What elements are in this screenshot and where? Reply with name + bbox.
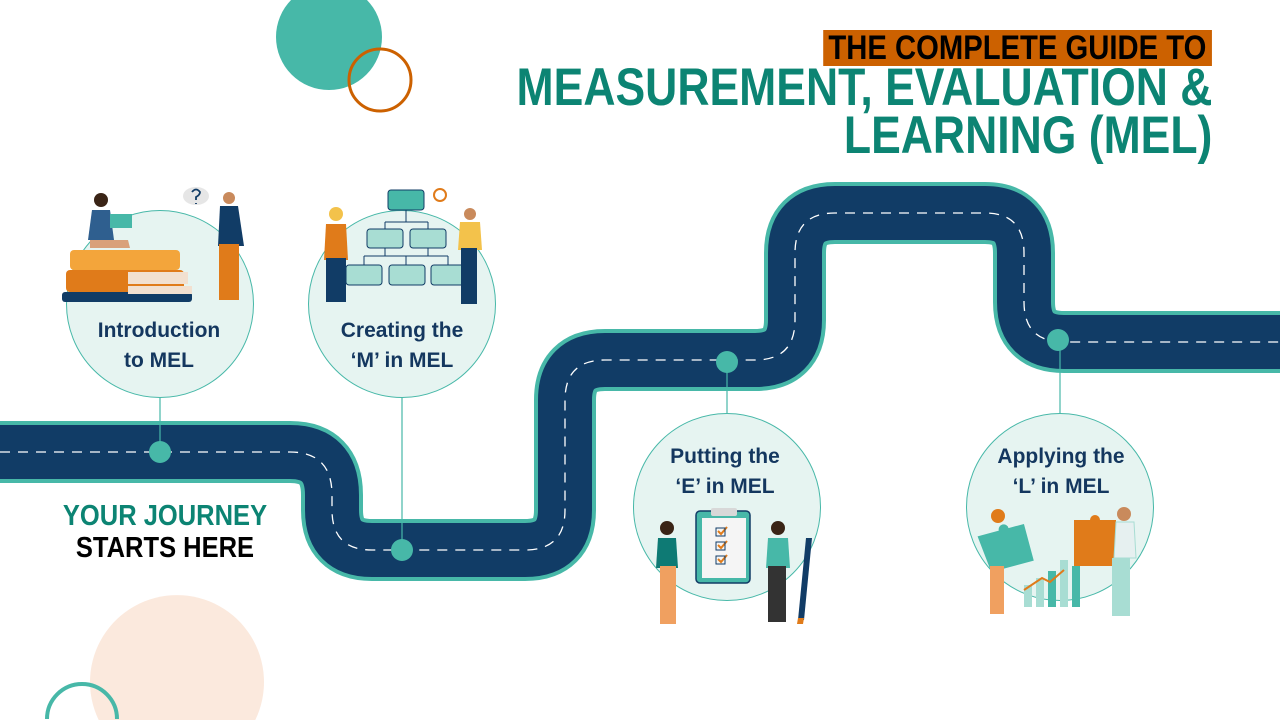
stage-label-line: Applying the — [997, 445, 1125, 468]
stage-label-line: ‘M’ in MEL — [350, 349, 454, 372]
stage-label-line: ‘E’ in MEL — [675, 475, 775, 498]
org-chart-illustration — [345, 188, 466, 286]
title-kicker: THE COMPLETE GUIDE TO — [823, 30, 1212, 66]
stage-label-creating: Creating the ‘M’ in MEL — [302, 316, 502, 376]
milestone-dot[interactable] — [716, 351, 738, 373]
road-center-line — [0, 212, 1280, 551]
milestone-dot[interactable] — [1047, 329, 1069, 351]
milestone-dot[interactable] — [149, 441, 171, 463]
title-line-2: LEARNING (MEL) — [843, 106, 1212, 165]
journey-start-label: YOUR JOURNEY STARTS HERE — [55, 500, 275, 564]
stage-label-introduction: Introduction to MEL — [59, 316, 259, 376]
orange-ring-decoration — [347, 47, 413, 113]
puzzle-chart-illustration — [977, 507, 1137, 616]
stage-label-line: ‘L’ in MEL — [1012, 475, 1110, 498]
stage-label-line: Creating the — [340, 319, 464, 342]
teal-circle-decoration — [276, 0, 382, 90]
stage-label-line: to MEL — [124, 349, 194, 372]
people-illustration — [324, 207, 482, 304]
books-people-illustration — [62, 187, 244, 302]
peach-circle-decoration — [90, 595, 264, 720]
stage-label-applying: Applying the ‘L’ in MEL — [961, 442, 1161, 502]
title-line-1: MEASUREMENT, EVALUATION & — [516, 58, 1212, 117]
stage-label-line: Putting the — [670, 445, 780, 468]
stage-label-line: Introduction — [97, 319, 221, 342]
journey-line-1: YOUR JOURNEY — [62, 500, 268, 532]
clipboard-checklist-illustration — [656, 508, 812, 624]
journey-line-2: STARTS HERE — [75, 532, 255, 564]
milestone-dot[interactable] — [391, 539, 413, 561]
page-title: MEASUREMENT, EVALUATION & LEARNING (MEL) — [516, 58, 1212, 165]
stage-label-putting: Putting the ‘E’ in MEL — [625, 442, 825, 502]
teal-ring-decoration — [45, 682, 119, 720]
